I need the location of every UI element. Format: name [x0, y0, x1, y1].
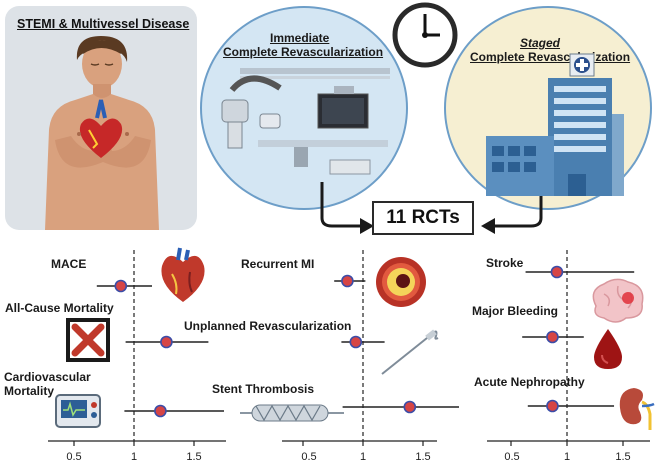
outcome-label-recurrent-mi: Recurrent MI: [241, 257, 315, 271]
tick-label: 1.5: [415, 451, 431, 463]
staged-title-line1: Staged: [520, 36, 561, 50]
outcome-label-cardiovascular-mortality: Cardiovascular Mortality: [4, 370, 91, 398]
defibrillator-icon: [55, 394, 101, 428]
rct-count-box: 11 RCTs: [372, 201, 474, 235]
tick-label: 1: [359, 451, 367, 463]
patient-title: STEMI & Multivessel Disease: [17, 17, 190, 31]
immediate-title-line1: Immediate: [270, 31, 330, 45]
cath-lab-icon: [221, 68, 390, 175]
tick-label: 0.5: [301, 451, 317, 463]
outcome-label-mace: MACE: [51, 257, 87, 271]
arrow-left-icon: [320, 182, 374, 234]
kidney-icon: [619, 388, 655, 430]
tick-label: 1.5: [615, 451, 631, 463]
tick-label: 1: [130, 451, 138, 463]
point-estimate-marker: [546, 330, 559, 344]
heart-icon: [161, 247, 205, 302]
outcome-label-stroke: Stroke: [486, 256, 524, 270]
guidewire-icon: [381, 329, 439, 375]
point-estimate-marker: [114, 279, 128, 293]
immediate-title-line2: Complete Revascularization: [223, 45, 384, 59]
x-mark-icon: [66, 318, 110, 362]
patient-icon: [45, 36, 159, 230]
point-estimate-marker: [341, 274, 354, 288]
hospital-icon: [486, 53, 624, 196]
arrow-right-icon: [481, 196, 543, 234]
outcome-label-acute-nephropathy: Acute Nephropathy: [474, 375, 585, 389]
stent-icon: [240, 404, 344, 422]
outcome-label-unplanned-revascularization: Unplanned Revascularization: [184, 319, 352, 333]
blood-drop-icon: [594, 329, 622, 369]
point-estimate-marker: [403, 400, 417, 414]
point-estimate-marker: [550, 265, 564, 279]
tick-label: 1: [563, 451, 571, 463]
outcome-label-all-cause-mortality: All-Cause Mortality: [5, 301, 114, 315]
tick-label: 0.5: [66, 451, 82, 463]
brain-icon: [592, 278, 644, 323]
tick-label: 0.5: [504, 451, 520, 463]
point-estimate-marker: [349, 335, 363, 349]
point-estimate-marker: [546, 399, 559, 413]
outcome-label-major-bleeding: Major Bleeding: [472, 304, 559, 318]
point-estimate-marker: [154, 404, 167, 418]
clock-icon: [392, 2, 458, 68]
outcome-label-stent-thrombosis: Stent Thrombosis: [212, 382, 315, 396]
artery-icon: [376, 257, 426, 307]
tick-label: 1.5: [186, 451, 202, 463]
point-estimate-marker: [160, 335, 173, 349]
